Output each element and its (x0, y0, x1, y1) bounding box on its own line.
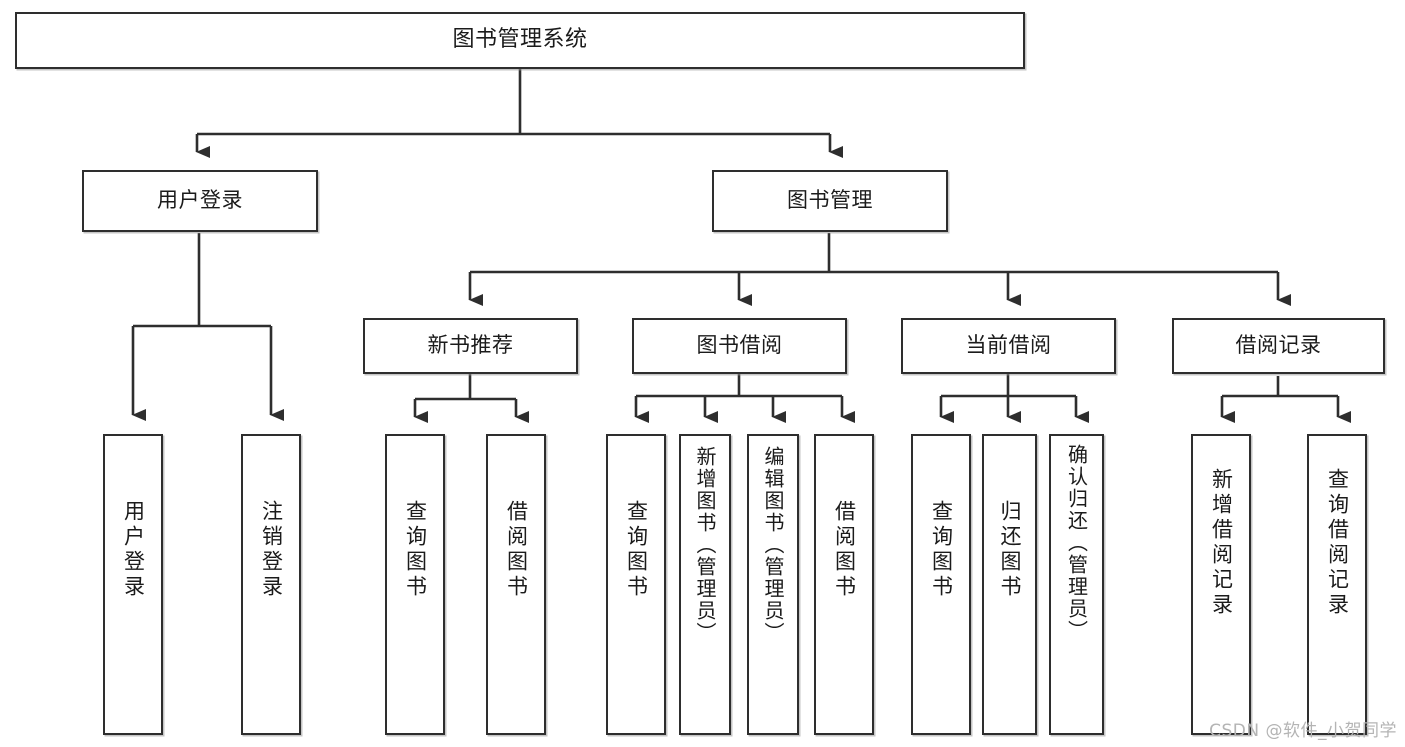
leaf-book-borrow-add-label: 新增图书（管理员） (693, 446, 717, 644)
leaf-current-borrow-query-label: 查询图书 (929, 500, 954, 600)
node-borrow-record[interactable]: 借阅记录 (1172, 318, 1385, 374)
node-new-book-recommend-label: 新书推荐 (427, 333, 514, 358)
node-book-borrow-label: 图书借阅 (696, 333, 783, 358)
node-book-borrow[interactable]: 图书借阅 (632, 318, 847, 374)
leaf-user-login-login-label: 用户登录 (121, 500, 146, 600)
leaf-new-book-borrow-label: 借阅图书 (504, 500, 529, 600)
node-current-borrow-label: 当前借阅 (965, 333, 1052, 358)
node-user-login[interactable]: 用户登录 (82, 170, 318, 232)
node-book-management[interactable]: 图书管理 (712, 170, 948, 232)
leaf-borrow-record-add[interactable]: 新增借阅记录 (1191, 434, 1251, 735)
leaf-book-borrow-borrow[interactable]: 借阅图书 (814, 434, 874, 735)
node-book-management-label: 图书管理 (787, 188, 873, 213)
node-current-borrow[interactable]: 当前借阅 (901, 318, 1116, 374)
node-root-book-management-system[interactable]: 图书管理系统 (15, 12, 1025, 69)
leaf-book-borrow-query-label: 查询图书 (624, 500, 649, 600)
leaf-new-book-query[interactable]: 查询图书 (385, 434, 445, 735)
leaf-current-borrow-confirm[interactable]: 确认归还（管理员） (1049, 434, 1104, 735)
node-borrow-record-label: 借阅记录 (1235, 333, 1322, 358)
leaf-user-login-logout[interactable]: 注销登录 (241, 434, 301, 735)
leaf-current-borrow-confirm-label: 确认归还（管理员） (1064, 444, 1089, 642)
leaf-book-borrow-borrow-label: 借阅图书 (832, 500, 857, 600)
leaf-user-login-login[interactable]: 用户登录 (103, 434, 163, 735)
leaf-book-borrow-edit-label: 编辑图书（管理员） (761, 446, 785, 644)
leaf-borrow-record-add-label: 新增借阅记录 (1209, 468, 1234, 618)
leaf-book-borrow-edit[interactable]: 编辑图书（管理员） (747, 434, 799, 735)
leaf-borrow-record-query[interactable]: 查询借阅记录 (1307, 434, 1367, 735)
leaf-borrow-record-query-label: 查询借阅记录 (1325, 468, 1350, 618)
leaf-new-book-borrow[interactable]: 借阅图书 (486, 434, 546, 735)
node-user-login-label: 用户登录 (157, 188, 243, 213)
leaf-new-book-query-label: 查询图书 (403, 500, 428, 600)
leaf-current-borrow-return[interactable]: 归还图书 (982, 434, 1037, 735)
leaf-user-login-logout-label: 注销登录 (259, 500, 284, 600)
node-new-book-recommend[interactable]: 新书推荐 (363, 318, 578, 374)
leaf-current-borrow-query[interactable]: 查询图书 (911, 434, 971, 735)
leaf-book-borrow-add[interactable]: 新增图书（管理员） (679, 434, 731, 735)
node-root-label: 图书管理系统 (452, 27, 588, 53)
leaf-book-borrow-query[interactable]: 查询图书 (606, 434, 666, 735)
leaf-current-borrow-return-label: 归还图书 (998, 500, 1022, 600)
